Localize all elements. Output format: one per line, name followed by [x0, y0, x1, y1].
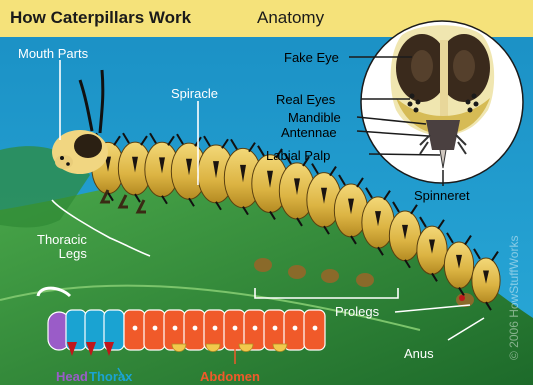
proleg — [356, 273, 374, 287]
key-label-thorax: Thorax — [89, 370, 132, 384]
mandible — [426, 120, 460, 150]
page-subtitle: Anatomy — [257, 9, 324, 27]
watermark: © 2006 HowStuffWorks — [507, 236, 521, 360]
label-thoracic-legs: Thoracic Legs — [37, 233, 87, 261]
key-spiracle-dot — [213, 326, 218, 331]
page-title: How Caterpillars Work — [10, 9, 191, 27]
key-spiracle-dot — [273, 326, 278, 331]
key-spiracle-dot — [253, 326, 258, 331]
label-spiracle: Spiracle — [171, 87, 218, 101]
key-spiracle-dot — [193, 326, 198, 331]
key-label-abdomen: Abdomen — [200, 370, 260, 384]
proleg — [321, 269, 339, 283]
anus-marker — [459, 295, 465, 301]
label-antennae: Antennae — [281, 126, 337, 140]
label-labial-palp: Labial Palp — [266, 149, 330, 163]
key-spiracle-dot — [153, 326, 158, 331]
key-spiracle-dot — [133, 326, 138, 331]
key-spiracle-dot — [173, 326, 178, 331]
label-anus: Anus — [404, 347, 434, 361]
label-mandible: Mandible — [288, 111, 341, 125]
label-prolegs: Prolegs — [335, 305, 379, 319]
label-mouth-parts: Mouth Parts — [18, 47, 88, 61]
key-spiracle-dot — [313, 326, 318, 331]
label-real-eyes: Real Eyes — [276, 93, 335, 107]
proleg — [254, 258, 272, 272]
proleg — [288, 265, 306, 279]
key-spiracle-dot — [233, 326, 238, 331]
key-label-head: Head — [56, 370, 88, 384]
key-spiracle-dot — [293, 326, 298, 331]
label-fake-eye: Fake Eye — [284, 51, 339, 65]
label-spinneret: Spinneret — [414, 189, 470, 203]
